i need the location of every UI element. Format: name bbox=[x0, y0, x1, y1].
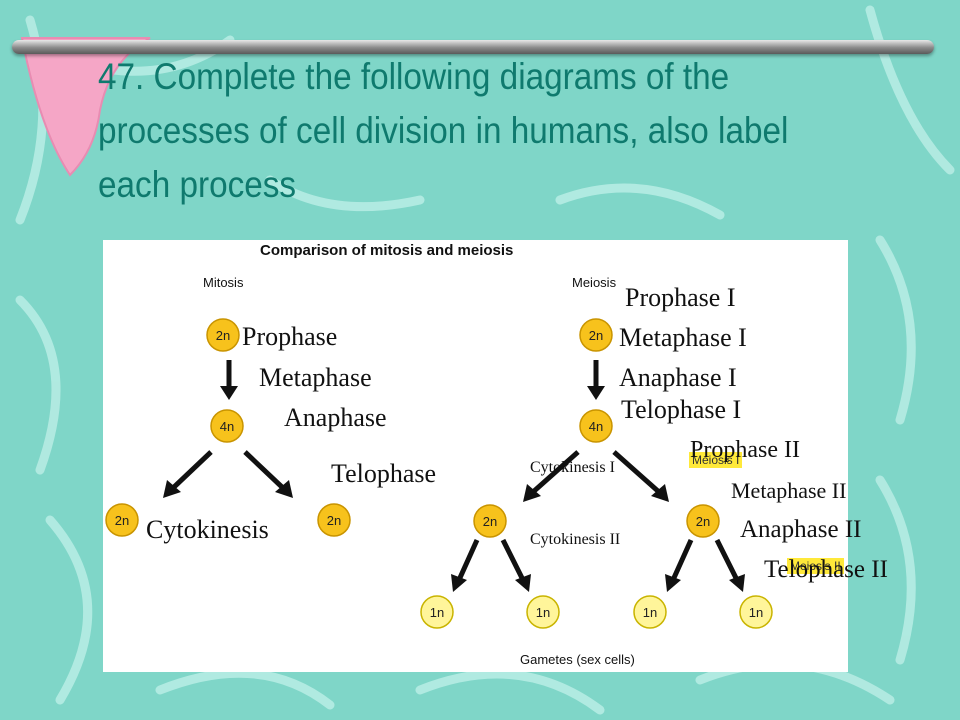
cell-meiosis-replicated: 4n bbox=[579, 409, 613, 443]
meiosis-ii-badge: Meiosis II bbox=[787, 558, 844, 574]
label-meiosis-anaphase-i: Anaphase I bbox=[619, 363, 737, 392]
label-mitosis-metaphase: Metaphase bbox=[259, 363, 372, 392]
label-meiosis-prophase-ii: Prophase II bbox=[690, 437, 800, 463]
arrowhead-gamete-4 bbox=[729, 574, 745, 592]
cell-mitosis-replicated: 4n bbox=[210, 409, 244, 443]
label-meiosis-cytokinesis-i: Cytokinesis I bbox=[530, 459, 615, 476]
label-meiosis-metaphase-ii: Metaphase II bbox=[731, 478, 847, 503]
label-mitosis-cytokinesis: Cytokinesis bbox=[146, 515, 269, 544]
svg-text:2n: 2n bbox=[115, 513, 129, 528]
label-mitosis-anaphase: Anaphase bbox=[284, 403, 387, 432]
cell-meiosis-i-left: 2n bbox=[473, 504, 507, 538]
label-meiosis-anaphase-ii: Anaphase II bbox=[740, 516, 862, 543]
cell-mitosis-parent: 2n bbox=[206, 318, 240, 352]
arrow-gamete-4 bbox=[714, 538, 740, 582]
arrowhead-mitosis-down bbox=[220, 386, 238, 400]
svg-text:2n: 2n bbox=[327, 513, 341, 528]
svg-text:4n: 4n bbox=[589, 419, 603, 434]
arrow-gamete-1 bbox=[456, 538, 480, 582]
slide-title: 47. Complete the following diagrams of t… bbox=[98, 56, 789, 205]
arrow-mitosis-right bbox=[243, 450, 285, 490]
arrow-gamete-2 bbox=[500, 538, 526, 582]
label-meiosis-cytokinesis-ii: Cytokinesis II bbox=[530, 531, 621, 548]
label-meiosis-metaphase-i: Metaphase I bbox=[619, 323, 747, 352]
arrowhead-meiosis-left bbox=[523, 484, 541, 502]
arrowhead-gamete-3 bbox=[665, 574, 681, 592]
mitosis-title: Mitosis bbox=[203, 275, 244, 290]
label-mitosis-telophase: Telophase bbox=[331, 459, 437, 488]
pink-boomerang bbox=[20, 37, 151, 177]
arrowhead-mitosis-right bbox=[275, 480, 293, 498]
diagram-heading: Comparison of mitosis and meiosis bbox=[260, 242, 513, 259]
arrow-meiosis-left bbox=[531, 450, 580, 494]
cell-gamete-3: 1n bbox=[633, 595, 667, 629]
arrow-gamete-3 bbox=[670, 538, 694, 582]
label-mitosis-prophase: Prophase bbox=[242, 322, 338, 351]
cell-gamete-4: 1n bbox=[739, 595, 773, 629]
arrows bbox=[163, 360, 745, 592]
svg-text:2n: 2n bbox=[483, 514, 497, 529]
cell-division-diagram: Comparison of mitosis and meiosis Mitosi… bbox=[105, 242, 773, 667]
svg-text:1n: 1n bbox=[536, 605, 550, 620]
label-meiosis-telophase-ii: Telophase II bbox=[764, 556, 888, 583]
cell-mitosis-daughter-right: 2n bbox=[317, 503, 351, 537]
arrowhead-gamete-1 bbox=[451, 574, 467, 592]
cell-gamete-2: 1n bbox=[526, 595, 560, 629]
cell-mitosis-daughter-left: 2n bbox=[105, 503, 139, 537]
title-bar bbox=[12, 40, 934, 54]
arrowhead-meiosis-right bbox=[651, 484, 669, 502]
svg-text:4n: 4n bbox=[220, 419, 234, 434]
diagram-panel: Comparison of mitosis and meiosis Mitosi… bbox=[103, 240, 848, 672]
cell-gamete-1: 1n bbox=[420, 595, 454, 629]
label-meiosis-telophase-i: Telophase I bbox=[621, 395, 742, 424]
arrow-mitosis-left bbox=[171, 450, 213, 490]
arrowhead-mitosis-left bbox=[163, 480, 181, 498]
svg-text:2n: 2n bbox=[216, 328, 230, 343]
cell-meiosis-parent: 2n bbox=[579, 318, 613, 352]
cell-meiosis-i-right: 2n bbox=[686, 504, 720, 538]
svg-text:1n: 1n bbox=[749, 605, 763, 620]
svg-text:1n: 1n bbox=[430, 605, 444, 620]
arrowhead-meiosis-down bbox=[587, 386, 605, 400]
meiosis-title: Meiosis bbox=[572, 275, 617, 290]
meiosis-i-badge: Meiosis I bbox=[689, 452, 743, 468]
svg-text:1n: 1n bbox=[643, 605, 657, 620]
svg-text:2n: 2n bbox=[589, 328, 603, 343]
svg-text:2n: 2n bbox=[696, 514, 710, 529]
arrow-meiosis-right bbox=[612, 450, 661, 494]
label-meiosis-prophase-i: Prophase I bbox=[625, 283, 736, 312]
arrowhead-gamete-2 bbox=[515, 574, 531, 592]
gametes-footer: Gametes (sex cells) bbox=[520, 652, 635, 667]
